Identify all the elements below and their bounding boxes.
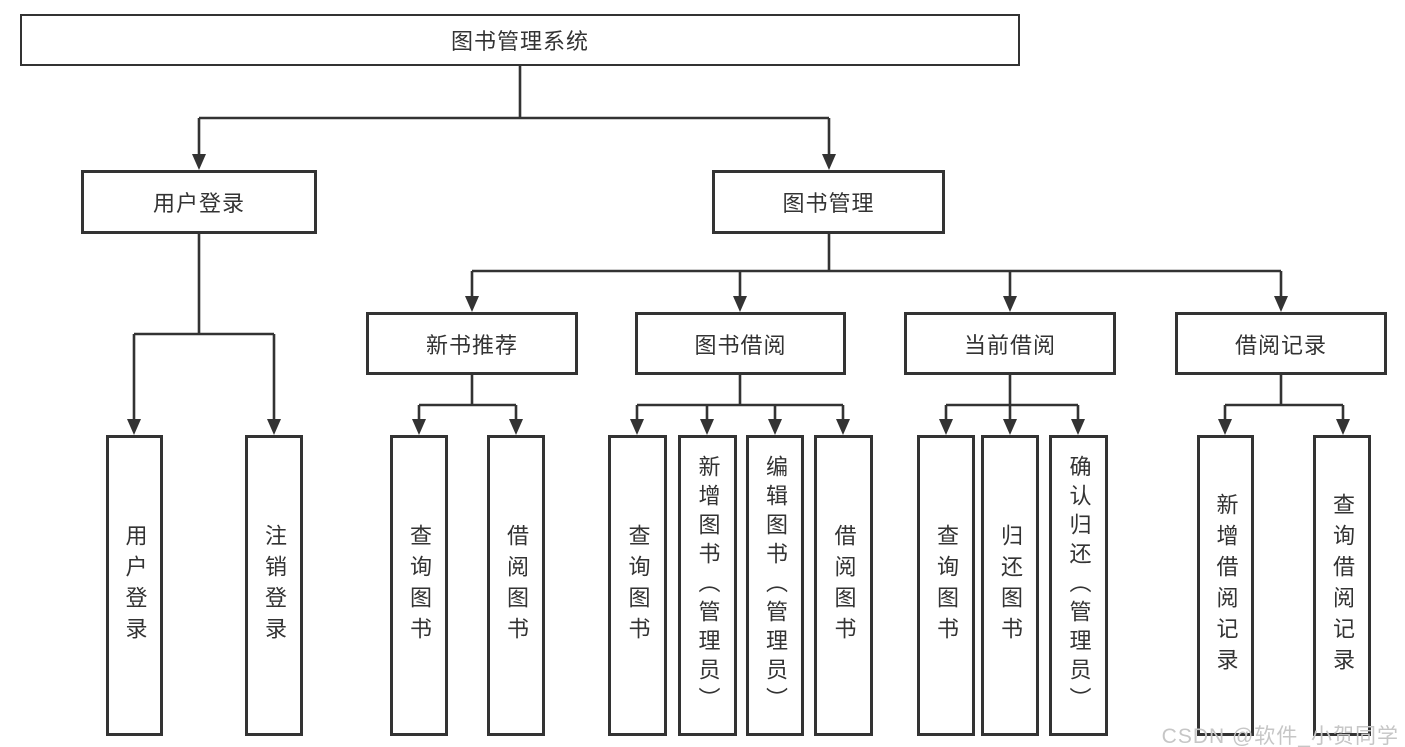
leaf-query-borrow-record: 查询借阅记录 [1313, 435, 1371, 736]
connector-book-management-to-level3 [465, 234, 1288, 312]
node-book-borrow: 图书借阅 [635, 312, 846, 375]
leaf-recommend-borrow-books: 借阅图书 [487, 435, 545, 736]
leaf-add-borrow-record: 新增借阅记录 [1197, 435, 1254, 736]
node-borrow-records: 借阅记录 [1175, 312, 1387, 375]
node-book-management: 图书管理 [712, 170, 945, 234]
leaf-add-borrow-record-label: 新增借阅记录 [1213, 492, 1239, 679]
leaf-borrow-books-label: 借阅图书 [831, 523, 857, 648]
leaf-confirm-return-admin-label: 确认归还（管理员） [1066, 455, 1092, 716]
leaf-edit-books-admin: 编辑图书（管理员） [746, 435, 804, 736]
leaf-borrow-query-books: 查询图书 [608, 435, 667, 736]
node-book-management-label: 图书管理 [782, 191, 875, 216]
node-root-label: 图书管理系统 [450, 29, 589, 54]
node-current-borrow: 当前借阅 [904, 312, 1116, 375]
node-borrow-records-label: 借阅记录 [1234, 332, 1327, 358]
leaf-recommend-query-books-label: 查询图书 [407, 523, 432, 648]
leaf-user-login: 用户登录 [106, 435, 163, 736]
leaf-logout: 注销登录 [245, 435, 303, 736]
connector-book-borrow-to-leaves [630, 375, 850, 435]
connector-root-to-level2 [192, 66, 836, 170]
leaf-add-books-admin: 新增图书（管理员） [678, 435, 737, 736]
leaf-borrow-query-books-label: 查询图书 [625, 523, 651, 648]
leaf-logout-label: 注销登录 [262, 523, 287, 648]
leaf-query-borrow-record-label: 查询借阅记录 [1330, 492, 1355, 679]
leaf-current-query-books-label: 查询图书 [934, 523, 959, 648]
leaf-recommend-borrow-books-label: 借阅图书 [504, 523, 529, 648]
leaf-recommend-query-books: 查询图书 [390, 435, 448, 736]
connector-current-borrow-to-leaves [939, 375, 1085, 435]
connector-borrow-records-to-leaves [1218, 375, 1350, 435]
node-user-login-label: 用户登录 [152, 191, 245, 216]
node-root-system: 图书管理系统 [20, 14, 1020, 66]
connector-user-login-to-leaves [127, 234, 281, 435]
leaf-return-books-label: 归还图书 [998, 523, 1023, 648]
leaf-confirm-return-admin: 确认归还（管理员） [1049, 435, 1108, 736]
node-new-book-recommend: 新书推荐 [366, 312, 578, 375]
watermark: CSDN @软件_小贺同学 [1161, 725, 1399, 747]
leaf-add-books-admin-label: 新增图书（管理员） [695, 455, 721, 716]
connector-new-book-to-leaves [412, 375, 523, 435]
node-user-login: 用户登录 [81, 170, 317, 234]
node-book-borrow-label: 图书借阅 [694, 332, 787, 358]
leaf-current-query-books: 查询图书 [917, 435, 975, 736]
leaf-return-books: 归还图书 [981, 435, 1039, 736]
node-new-book-recommend-label: 新书推荐 [425, 332, 518, 358]
node-current-borrow-label: 当前借阅 [963, 332, 1056, 358]
leaf-user-login-label: 用户登录 [122, 523, 148, 648]
leaf-edit-books-admin-label: 编辑图书（管理员） [763, 455, 788, 716]
leaf-borrow-books: 借阅图书 [814, 435, 873, 736]
